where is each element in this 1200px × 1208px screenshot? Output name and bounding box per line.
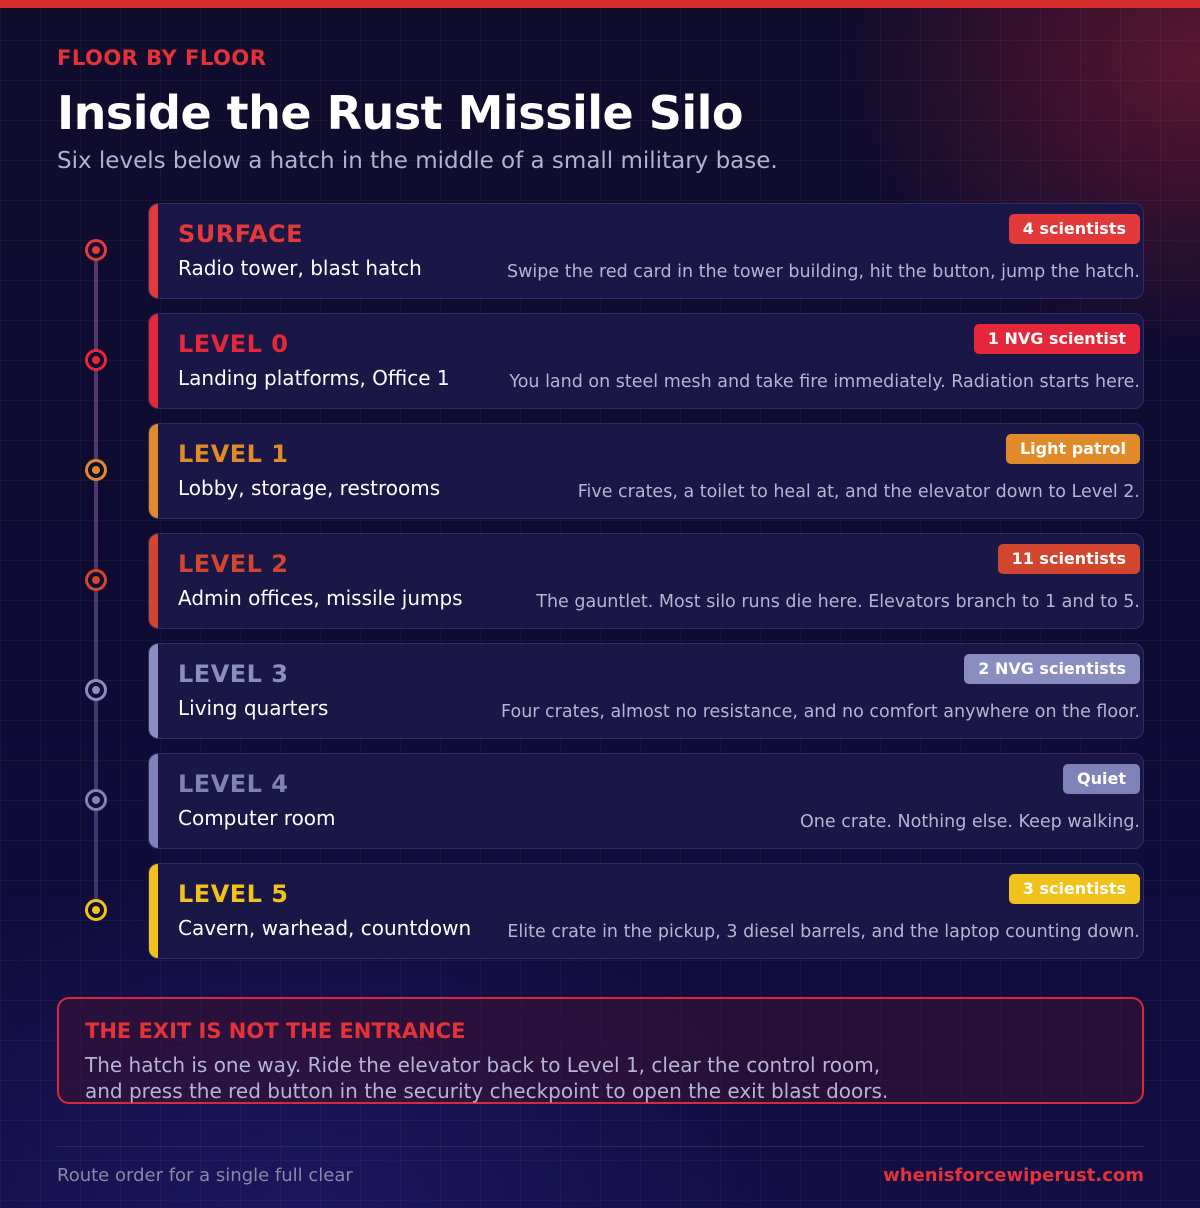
level-description: One crate. Nothing else. Keep walking. [800,812,1140,832]
card-accent-bar [149,644,158,738]
kicker-label: FLOOR BY FLOOR [57,46,267,70]
level-subtitle: Living quarters [178,696,329,720]
enemy-badge: Light patrol [1005,434,1140,464]
timeline-marker-level-0 [85,349,107,371]
card-accent-bar [149,754,158,848]
footer-divider [57,1146,1144,1147]
level-subtitle: Radio tower, blast hatch [178,256,422,280]
timeline-marker-level-2 [85,569,107,591]
timeline-marker-level-3 [85,679,107,701]
level-card-level-3: LEVEL 3 Living quarters 2 NVG scientists… [148,643,1144,739]
level-name: SURFACE [178,220,303,248]
enemy-badge: 11 scientists [997,544,1140,574]
level-description: The gauntlet. Most silo runs die here. E… [536,592,1140,612]
timeline-marker-surface [85,239,107,261]
level-subtitle: Computer room [178,806,336,830]
level-card-level-4: LEVEL 4 Computer room Quiet One crate. N… [148,753,1144,849]
level-name: LEVEL 5 [178,880,289,908]
card-accent-bar [149,534,158,628]
enemy-badge: 1 NVG scientist [973,324,1140,354]
enemy-badge: 2 NVG scientists [964,654,1140,684]
level-name: LEVEL 0 [178,330,289,358]
level-subtitle: Cavern, warhead, countdown [178,916,472,940]
timeline-marker-level-4 [85,789,107,811]
card-accent-bar [149,424,158,518]
level-description: Elite crate in the pickup, 3 diesel barr… [507,922,1140,942]
level-name: LEVEL 4 [178,770,289,798]
level-card-level-1: LEVEL 1 Lobby, storage, restrooms Light … [148,423,1144,519]
footer-caption: Route order for a single full clear [57,1165,353,1186]
level-subtitle: Lobby, storage, restrooms [178,476,441,500]
level-description: Four crates, almost no resistance, and n… [501,702,1140,722]
page-title: Inside the Rust Missile Silo [57,86,743,140]
card-accent-bar [149,204,158,298]
level-name: LEVEL 2 [178,550,289,578]
level-description: Five crates, a toilet to heal at, and th… [577,482,1140,502]
footer-site-link[interactable]: whenisforcewiperust.com [883,1165,1144,1186]
exit-body-line-1: The hatch is one way. Ride the elevator … [85,1053,881,1077]
page-subtitle: Six levels below a hatch in the middle o… [57,148,778,174]
level-card-level-2: LEVEL 2 Admin offices, missile jumps 11 … [148,533,1144,629]
exit-body-line-2: and press the red button in the security… [85,1079,889,1103]
enemy-badge: 4 scientists [1008,214,1140,244]
timeline-marker-level-5 [85,899,107,921]
top-accent-bar [0,0,1200,8]
level-card-level-0: LEVEL 0 Landing platforms, Office 1 1 NV… [148,313,1144,409]
level-description: Swipe the red card in the tower building… [507,262,1140,282]
timeline-marker-level-1 [85,459,107,481]
level-subtitle: Admin offices, missile jumps [178,586,463,610]
level-card-surface: SURFACE Radio tower, blast hatch 4 scien… [148,203,1144,299]
exit-callout: THE EXIT IS NOT THE ENTRANCE The hatch i… [57,997,1144,1104]
level-name: LEVEL 3 [178,660,289,688]
level-card-level-5: LEVEL 5 Cavern, warhead, countdown 3 sci… [148,863,1144,959]
enemy-badge: Quiet [1063,764,1140,794]
level-description: You land on steel mesh and take fire imm… [509,372,1140,392]
card-accent-bar [149,314,158,408]
card-accent-bar [149,864,158,958]
level-subtitle: Landing platforms, Office 1 [178,366,450,390]
level-name: LEVEL 1 [178,440,289,468]
exit-heading: THE EXIT IS NOT THE ENTRANCE [85,1019,466,1043]
enemy-badge: 3 scientists [1008,874,1140,904]
